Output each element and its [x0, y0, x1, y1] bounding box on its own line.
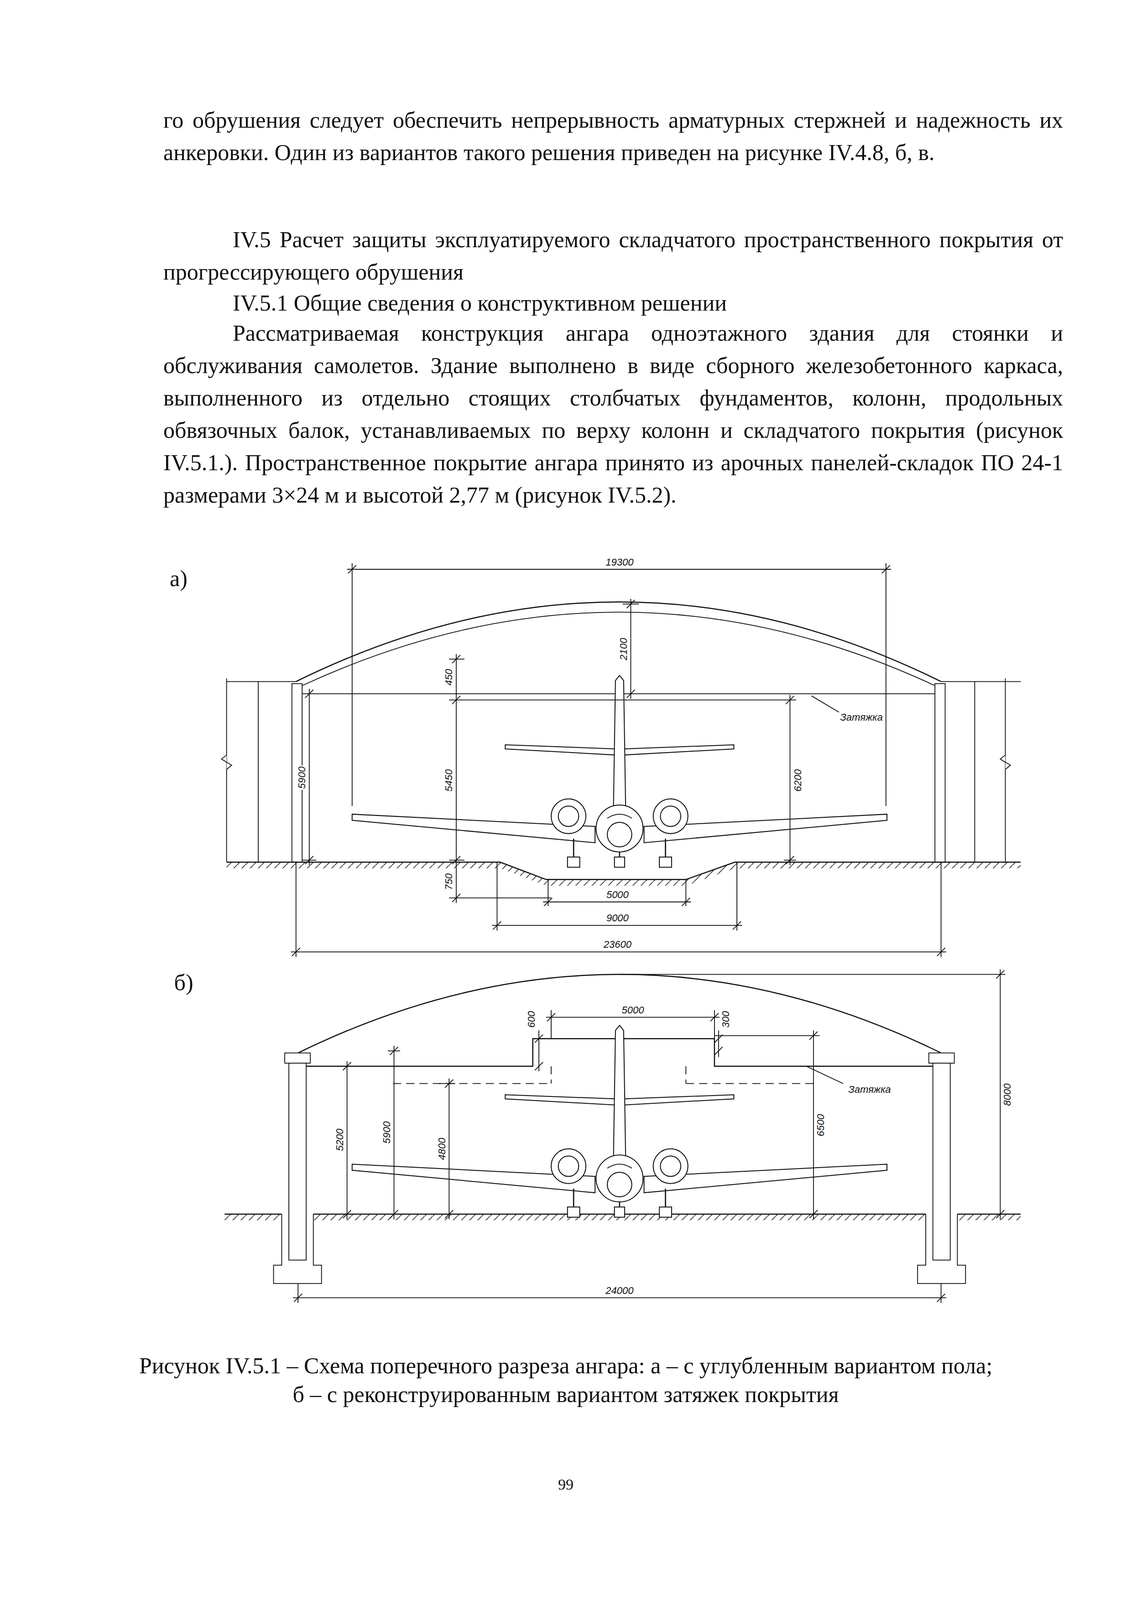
- dimension: 8000: [1001, 1083, 1013, 1108]
- dimension: 5200: [334, 1127, 346, 1153]
- dimension: 600: [526, 1010, 538, 1029]
- dimension: 5900: [381, 1121, 393, 1146]
- dimension: 9000: [605, 912, 630, 924]
- dimension: 4800: [436, 1137, 448, 1162]
- dimension: 5000: [620, 1005, 645, 1017]
- panel-label: а): [169, 565, 188, 592]
- dimension: 6500: [815, 1113, 827, 1138]
- dimension: 2100: [618, 636, 630, 662]
- dimension: 6200: [792, 768, 804, 793]
- dimension: 450: [443, 668, 455, 688]
- dimension: 5000: [605, 889, 630, 901]
- body-paragraph: Рассматриваемая конструкция ангара одноэ…: [163, 317, 1064, 512]
- subheading: IV.5.1 Общие сведения о конструктивном р…: [163, 286, 1064, 320]
- section-heading: IV.5 Расчет защиты эксплуатируемого скла…: [163, 223, 1064, 289]
- dimension: 24000: [604, 1285, 635, 1297]
- page-number: 99: [520, 1476, 612, 1495]
- figure-caption: Рисунок IV.5.1 – Схема поперечного разре…: [132, 1351, 1000, 1410]
- body-paragraph: го обрушения следует обеспечить непрерыв…: [163, 104, 1064, 169]
- dimension: 750: [443, 872, 455, 892]
- dimension: 19300: [604, 557, 635, 569]
- callout-label: Затяжка: [847, 1084, 892, 1096]
- dimension: 5450: [443, 768, 455, 793]
- dimension: 300: [720, 1010, 732, 1029]
- panel-label: б): [174, 970, 194, 996]
- dimension: 23600: [602, 939, 633, 951]
- dimension: 5900: [296, 765, 308, 790]
- callout-label: Затяжка: [839, 712, 884, 724]
